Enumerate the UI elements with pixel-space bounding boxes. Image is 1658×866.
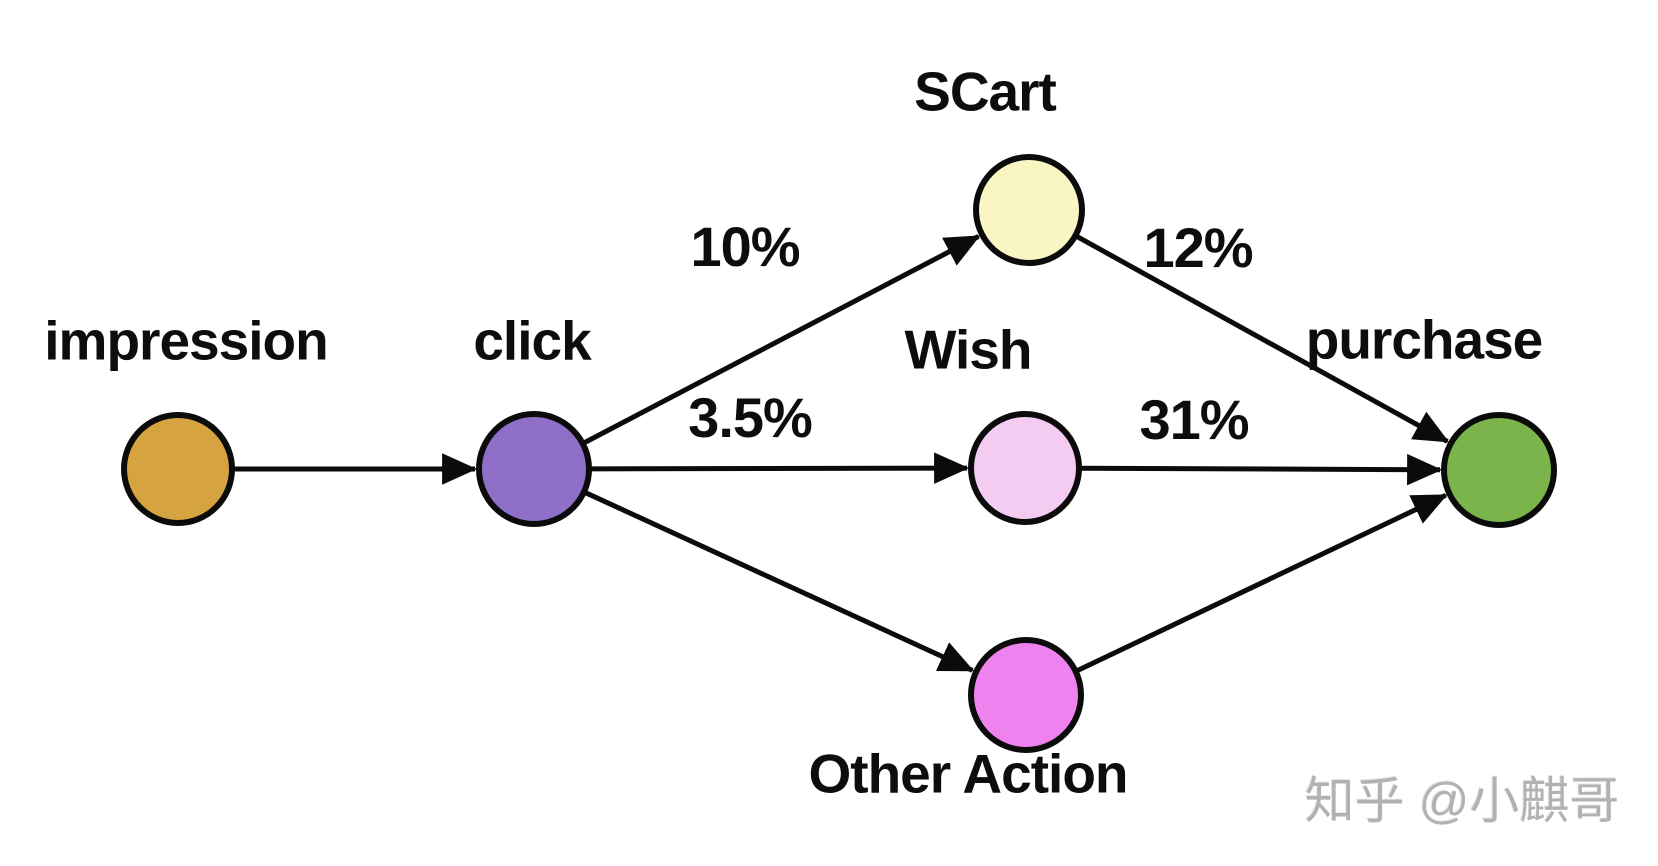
edges-layer xyxy=(234,234,1450,673)
node-label-wish: Wish xyxy=(904,318,1033,381)
nodes-layer xyxy=(121,154,1557,753)
node-label-impression: impression xyxy=(44,309,328,372)
node-wish xyxy=(968,411,1082,525)
node-purchase xyxy=(1441,412,1557,528)
node-label-other_action: Other Action xyxy=(808,742,1128,805)
node-impression xyxy=(121,412,235,526)
edge-label-click-to-scart: 10% xyxy=(690,215,800,278)
edge-label-click-to-wish: 3.5% xyxy=(688,386,813,449)
node-other_action xyxy=(968,637,1084,753)
node-click xyxy=(476,411,592,527)
node-label-click: click xyxy=(473,309,591,372)
edge-wish-to-purchase xyxy=(1080,453,1443,486)
edge-scart-to-purchase xyxy=(1075,234,1450,444)
edge-click-to-wish xyxy=(590,452,970,484)
edge-label-wish-to-purchase: 31% xyxy=(1139,388,1249,451)
edge-click-to-other_action xyxy=(584,490,975,673)
node-scart xyxy=(973,154,1085,266)
node-label-scart: SCart xyxy=(914,60,1057,123)
node-label-purchase: purchase xyxy=(1305,308,1544,371)
watermark: 知乎 @小麒哥 xyxy=(1304,773,1620,829)
edge-click-to-scart xyxy=(583,234,981,445)
edge-label-scart-to-purchase: 12% xyxy=(1143,216,1253,279)
edge-other_action-to-purchase xyxy=(1076,493,1448,673)
